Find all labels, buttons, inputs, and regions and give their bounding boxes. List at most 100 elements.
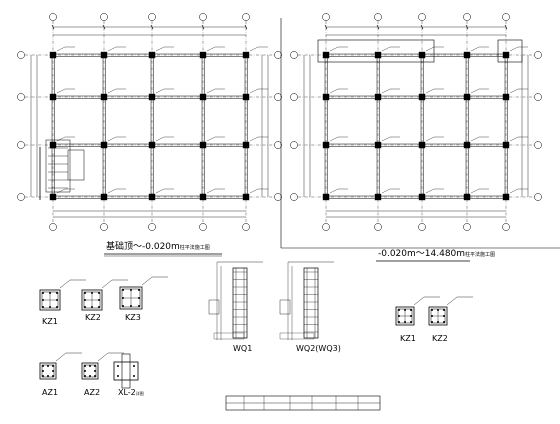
az2-detail-outline <box>81 362 99 380</box>
left-plan-axis-bubble-right <box>274 51 282 59</box>
kz2-detail-leader <box>101 279 113 289</box>
left-plan-axis-bubble-right <box>274 93 282 101</box>
right-plan-column <box>322 51 330 59</box>
left-plan-column-leader <box>56 188 66 194</box>
kz1-detail-leader <box>59 279 71 289</box>
left-plan-axis-bubble-left <box>17 193 25 201</box>
left-plan-column-leader <box>155 188 165 194</box>
left-plan-column <box>100 93 108 101</box>
left-plan-stair-well <box>45 139 71 193</box>
left-plan-column-leader <box>56 136 66 142</box>
left-plan-column-leader <box>155 46 165 52</box>
right-plan-column-leader <box>329 46 339 52</box>
wq1-label: WQ1 <box>233 344 253 353</box>
left-plan-axis-bubble-left <box>17 93 25 101</box>
az2-detail-leader <box>97 352 109 362</box>
kz1-detail-outline <box>39 289 61 311</box>
kz2-detail-rebar <box>84 306 86 308</box>
left-plan-axis-bubble-bottom <box>242 223 250 231</box>
left-plan-column <box>242 51 250 59</box>
kz2-detail-rebar <box>84 292 86 294</box>
left-plan-column-leader <box>155 88 165 94</box>
wq2-section-note <box>279 299 291 315</box>
right-caption-suffix: 柱平法施工图 <box>465 252 496 258</box>
left-plan-column <box>49 193 57 201</box>
left-plan-dimension-tick <box>150 24 154 30</box>
right-plan-column-leader <box>329 188 339 194</box>
az1-label: AZ1 <box>42 388 59 397</box>
right-plan-caption: -0.020m～14.480m柱平法施工图 <box>378 250 495 259</box>
az1-detail-rebar <box>52 365 54 367</box>
right-plan-column-leader <box>425 136 435 142</box>
right-plan-axis-bubble-right <box>534 193 542 201</box>
left-plan-dimension-tick <box>51 24 55 30</box>
right-plan-axis-bubble-top <box>418 13 426 21</box>
kz3-detail-rebar <box>122 289 124 291</box>
az2-detail-rebar <box>84 370 86 372</box>
kz1-right-label: KZ1 <box>400 334 416 343</box>
right-plan-column-leader <box>329 136 339 142</box>
left-caption-prefix: 基础顶～ <box>106 242 143 252</box>
left-plan-column-leader <box>249 46 259 52</box>
kz2-detail-rebar <box>98 292 100 294</box>
left-caption-value: -0.020m <box>142 242 180 252</box>
right-plan-column-leader <box>425 188 435 194</box>
az1-detail-rebar <box>42 370 44 372</box>
right-plan-column-leader <box>381 88 391 94</box>
wq1-section-note <box>208 299 220 315</box>
left-plan-column <box>100 141 108 149</box>
left-plan-column-leader <box>107 46 117 52</box>
kz3-detail-rebar <box>122 305 124 307</box>
right-plan-column <box>502 193 510 201</box>
az2-label: AZ2 <box>84 388 101 397</box>
wq2-note-box <box>279 332 315 340</box>
wq1-note-box <box>213 332 245 340</box>
left-plan-axis-bubble-left <box>17 141 25 149</box>
az1-detail-rebar <box>47 375 49 377</box>
left-plan-column-leader <box>249 88 259 94</box>
right-plan-column-leader <box>470 88 480 94</box>
kz1-detail-rebar <box>56 306 58 308</box>
kz1-detail-rebar <box>42 292 44 294</box>
right-plan-column-leader <box>381 136 391 142</box>
right-plan-column <box>418 141 426 149</box>
az1-detail-outline <box>39 362 57 380</box>
right-plan-column <box>374 51 382 59</box>
az2-detail-rebar <box>94 365 96 367</box>
kz1-right-detail-outline <box>395 306 415 326</box>
right-plan-axis-bubble-bottom <box>463 223 471 231</box>
right-plan-column <box>502 51 510 59</box>
az1-detail-rebar <box>42 365 44 367</box>
kz3-detail-outline <box>119 286 143 310</box>
az2-detail-rebar <box>84 375 86 377</box>
kz2-detail-outline <box>81 289 103 311</box>
left-plan-column-leader <box>206 136 216 142</box>
kz1-detail-rebar <box>56 292 58 294</box>
kz2-right-detail-rebar <box>443 309 445 311</box>
left-plan-column <box>199 93 207 101</box>
right-plan-axis-bubble-bottom <box>374 223 382 231</box>
az1-detail-rebar <box>52 375 54 377</box>
left-plan-column-leader <box>107 88 117 94</box>
kz1-right-detail-leader <box>413 296 425 306</box>
left-plan-axis-bubble-bottom <box>148 223 156 231</box>
left-plan-column <box>148 51 156 59</box>
kz1-label: KZ1 <box>42 317 58 326</box>
left-plan-column-leader <box>206 46 216 52</box>
right-plan-axis-bubble-top <box>322 13 330 21</box>
left-plan-column <box>242 193 250 201</box>
right-plan-column <box>418 51 426 59</box>
wq2-label: WQ2(WQ3) <box>296 344 341 353</box>
right-plan-column-leader <box>381 188 391 194</box>
left-plan-caption: 基础顶～-0.020m柱平法施工图 <box>106 243 210 252</box>
az2-detail-rebar <box>94 375 96 377</box>
kz3-detail-rebar <box>138 289 140 291</box>
az2-detail-rebar <box>84 365 86 367</box>
right-plan-axis-bubble-left <box>290 193 298 201</box>
left-plan-axis-bubble-top <box>148 13 156 21</box>
right-plan-axis-bubble-top <box>463 13 471 21</box>
right-plan-column-leader <box>509 188 519 194</box>
left-plan-axis-bubble-bottom <box>199 223 207 231</box>
kz2-label: KZ2 <box>85 313 101 322</box>
right-plan-column <box>374 141 382 149</box>
